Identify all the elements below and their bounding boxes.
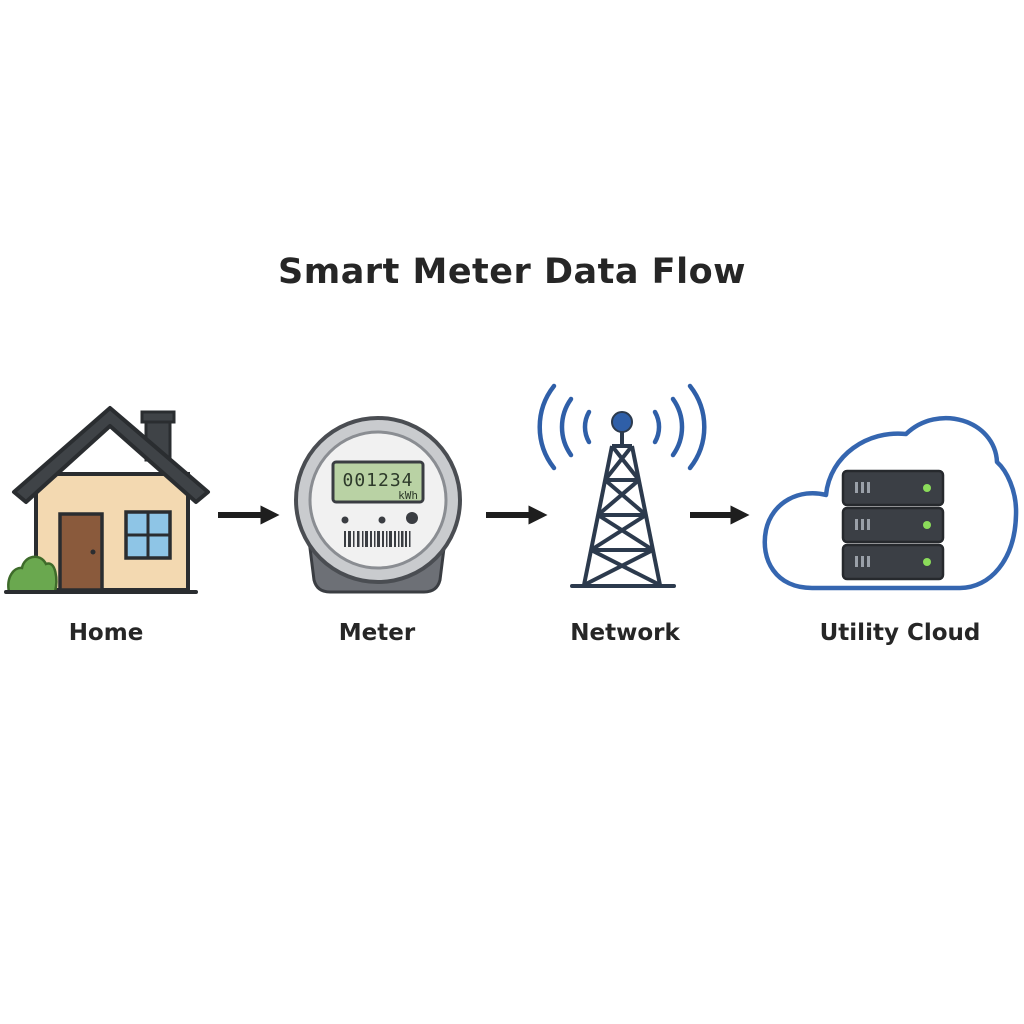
meter-reading: 001234: [342, 470, 413, 491]
node-label-utility-cloud: Utility Cloud: [819, 620, 981, 646]
server-led: [923, 521, 931, 529]
node-label-network: Network: [570, 620, 680, 646]
signal-waves-icon: [537, 383, 707, 471]
server-led: [923, 558, 931, 566]
house-icon: [4, 406, 210, 594]
meter-unit: kWh: [398, 489, 418, 502]
diagram-title: Smart Meter Data Flow: [278, 252, 746, 292]
server-led: [923, 484, 931, 492]
cloud-server-icon: [762, 415, 1019, 591]
node-label-meter: Meter: [338, 620, 416, 646]
node-label-home: Home: [68, 620, 144, 646]
radio-tower-icon: [537, 383, 707, 588]
barcode: [344, 531, 411, 547]
server-rack-icon: [841, 469, 945, 581]
electric-meter-icon: [294, 416, 462, 594]
